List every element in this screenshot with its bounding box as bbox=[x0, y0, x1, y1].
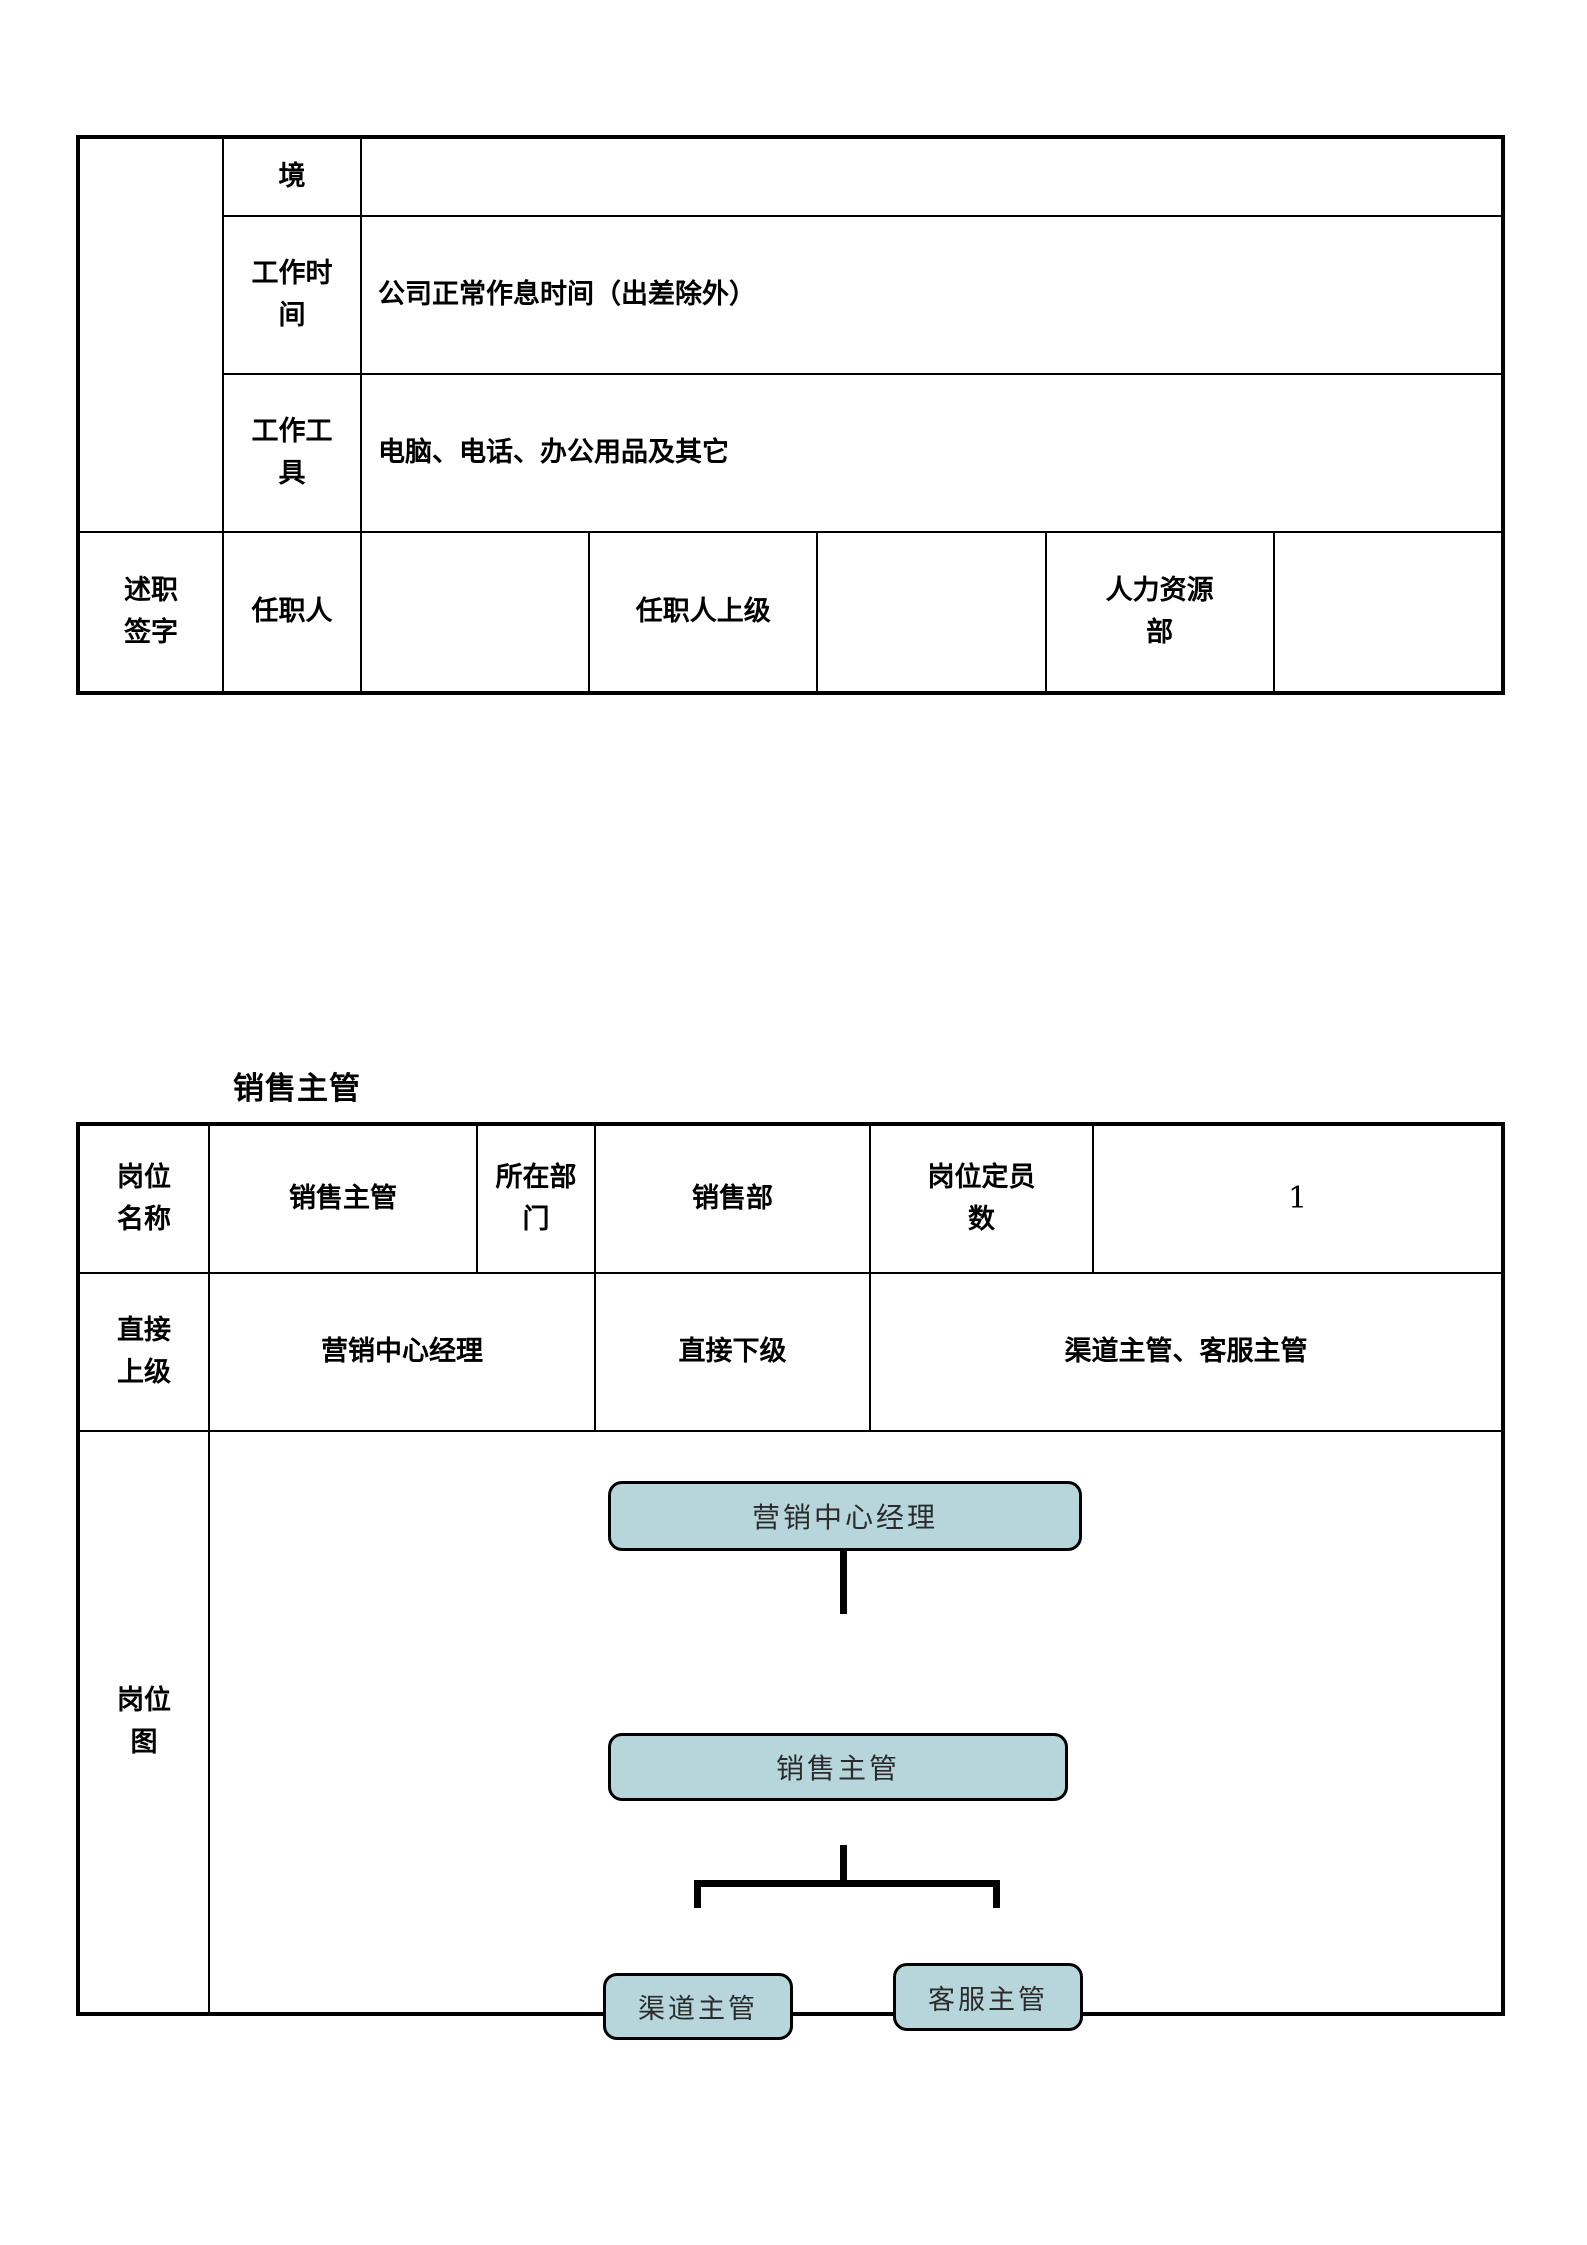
direct-superior-label: 直接 上级 bbox=[78, 1272, 210, 1432]
table-row: 境 bbox=[78, 137, 1503, 533]
direct-subordinate-value: 渠道主管、客服主管 bbox=[869, 1272, 1503, 1432]
connector-manager-to-sales bbox=[840, 1551, 847, 1614]
position-name-value: 销售主管 bbox=[208, 1124, 478, 1274]
row-label-work-tools: 工作工 具 bbox=[222, 373, 362, 533]
signature-hr-label: 人力资源 部 bbox=[1044, 531, 1275, 693]
table-row-reporting: 直接 上级 营销中心经理 直接下级 渠道主管、客服主管 bbox=[78, 1272, 1503, 1432]
table-row-position: 岗位 名称 销售主管 所在部 门 销售部 岗位定员 数 1 bbox=[78, 1124, 1503, 1274]
table-row-signature: 述职 签字 任职人 任职人上级 人力资源 部 bbox=[78, 531, 1504, 693]
connector-sales-stem bbox=[840, 1845, 847, 1881]
table-row: 工作时 间 公司正常作息时间（出差除外） bbox=[79, 215, 1503, 375]
row-label-environment: 境 bbox=[222, 137, 362, 217]
connector-to-service bbox=[993, 1880, 1000, 1908]
connector-to-channel bbox=[694, 1880, 701, 1908]
connector-horizontal-bus bbox=[694, 1880, 1000, 1887]
headcount-value: 1 bbox=[1092, 1124, 1503, 1274]
job-description-table-continued: 境 工作时 间 公司正常作息时间（出差除外） 工作工 具 电脑、电话、办公用品及… bbox=[78, 137, 1504, 693]
row-value-work-hours: 公司正常作息时间（出差除外） bbox=[360, 215, 1503, 375]
signature-section-label: 述职 签字 bbox=[78, 531, 224, 693]
org-chart-label: 岗位 图 bbox=[78, 1430, 210, 2014]
table-one-spanning-label-cell bbox=[78, 137, 224, 533]
direct-subordinate-label: 直接下级 bbox=[594, 1272, 871, 1432]
department-value: 销售部 bbox=[594, 1124, 871, 1274]
table-row: 工作工 具 电脑、电话、办公用品及其它 bbox=[79, 373, 1503, 533]
signature-person-label: 任职人 bbox=[222, 531, 362, 693]
org-node-service-supervisor: 客服主管 bbox=[893, 1963, 1083, 2031]
position-name-label: 岗位 名称 bbox=[78, 1124, 210, 1274]
direct-superior-value: 营销中心经理 bbox=[208, 1272, 596, 1432]
org-node-marketing-center-manager: 营销中心经理 bbox=[608, 1481, 1082, 1551]
row-value-environment bbox=[360, 137, 1503, 217]
headcount-label: 岗位定员 数 bbox=[869, 1124, 1094, 1274]
signature-hr-value[interactable] bbox=[1272, 531, 1504, 693]
department-label: 所在部 门 bbox=[476, 1124, 596, 1274]
signature-supervisor-label: 任职人上级 bbox=[588, 531, 819, 693]
signature-person-value[interactable] bbox=[359, 531, 591, 693]
org-node-sales-supervisor: 销售主管 bbox=[608, 1733, 1068, 1801]
row-value-work-tools: 电脑、电话、办公用品及其它 bbox=[360, 373, 1503, 533]
section-title-sales-supervisor: 销售主管 bbox=[233, 1071, 361, 1107]
signature-supervisor-value[interactable] bbox=[816, 531, 1047, 693]
table-one: 境 工作时 间 公司正常作息时间（出差除外） 工作工 具 电脑、电话、办公用品及… bbox=[78, 137, 1504, 693]
org-node-channel-supervisor: 渠道主管 bbox=[603, 1973, 793, 2040]
row-label-work-hours: 工作时 间 bbox=[222, 215, 362, 375]
